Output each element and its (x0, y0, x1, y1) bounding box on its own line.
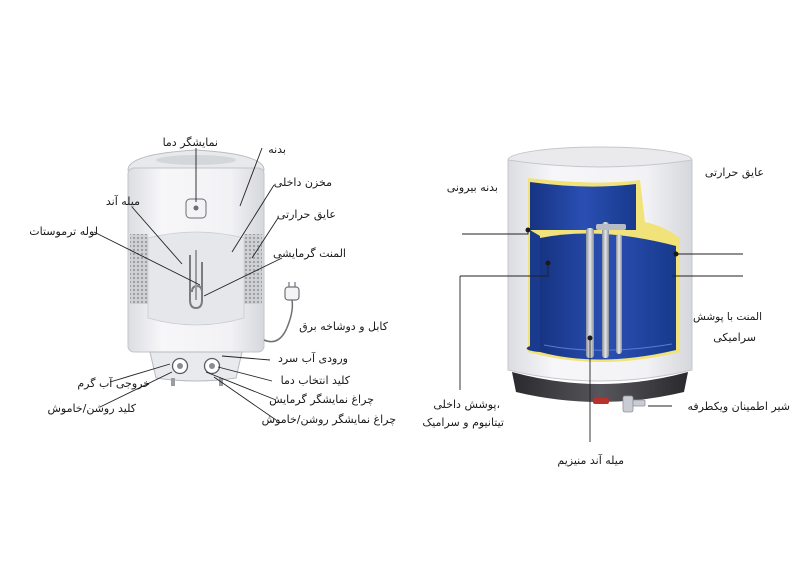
label-insulation-left: عایق حرارتی (277, 208, 336, 222)
label-body: بدنه (268, 143, 286, 156)
label-heating-lamp: چراغ نمایشگر گرمایش (269, 393, 374, 406)
label-outer-body: بدنه بیرونی (447, 181, 498, 194)
label-heating-element: المنت گرمایشی (273, 247, 346, 260)
right-heater-illustration (507, 146, 693, 413)
label-temp-selector: کلید انتخاب دما (281, 374, 351, 387)
label-cold-water-inlet: ورودی آب سرد (278, 351, 348, 365)
right-leader-lines (459, 227, 743, 442)
label-ceramic-element-line2: سرامیکی (713, 331, 756, 344)
label-hot-water-outlet: خروجی آب گرم (77, 376, 150, 390)
right-labels: بدنه بیرونی عایق حرارتی المنت با پوشش سر… (422, 166, 790, 467)
label-inner-coating-line1: پوشش داخلی، (433, 398, 500, 411)
label-inner-coating-line2: تیتانیوم و سرامیک (422, 416, 504, 429)
label-temp-display: نمایشگر دما (163, 136, 218, 149)
label-insulation-right: عایق حرارتی (705, 166, 764, 180)
label-ceramic-element-line1: المنت با پوشش (693, 311, 762, 323)
label-anode-rod: میله آند (106, 194, 140, 208)
label-inner-tank: مخزن داخلی (274, 176, 332, 189)
label-cable-plug: کابل و دوشاخه برق (299, 320, 389, 333)
left-heater-illustration (127, 149, 300, 386)
label-thermostat-tube: لوله ترموستات (29, 225, 98, 238)
label-power-switch: کلید روشن/خاموش (47, 402, 136, 415)
left-labels: نمایشگر دما بدنه میله آند مخزن داخلی لول… (29, 136, 396, 426)
label-magnesium-anode: میله آند منیزیم (557, 453, 624, 467)
label-power-lamp: چراغ نمایشگر روشن/خاموش (262, 413, 396, 426)
left-leader-lines (93, 147, 283, 421)
label-safety-valve: شیر اطمینان ویکطرفه (687, 400, 790, 413)
